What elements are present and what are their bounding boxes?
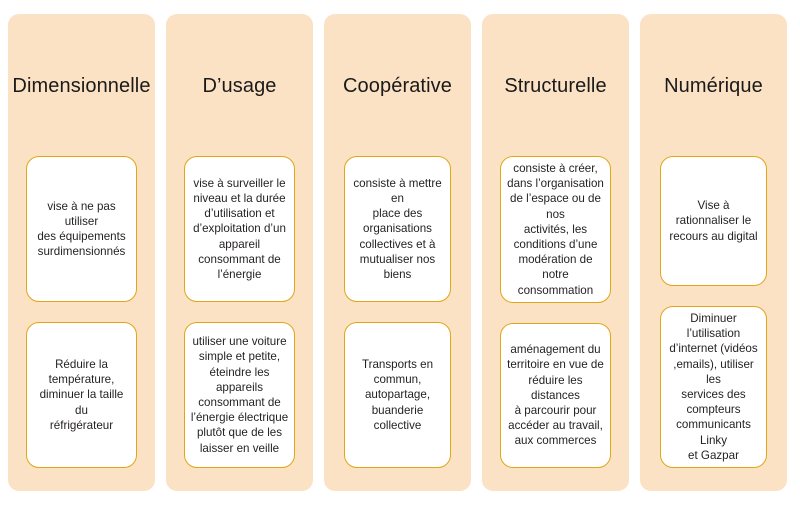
column-header-cooperative: Coopérative [343,75,452,97]
example-card-text: aménagement du territoire en vue de rédu… [507,343,604,448]
example-card-text: utiliser une voiture simple et petite, é… [190,335,289,455]
category-column-numerique: Numérique Vise à rationnaliser le recour… [640,14,787,491]
example-card-text: Transports en commun, autopartage, buand… [361,357,434,432]
definition-card-text: consiste à mettre en place des organisat… [353,176,442,281]
category-column-cooperative: Coopérative consiste à mettre en place d… [324,14,471,491]
column-header-numerique: Numérique [664,75,763,97]
definition-card: vise à surveiller le niveau et la durée … [184,156,295,302]
example-card: utiliser une voiture simple et petite, é… [184,322,295,468]
card-stack-dimensionnelle: vise à ne pas utiliser des équipements s… [26,156,137,468]
definition-card-text: vise à ne pas utiliser des équipements s… [37,199,126,259]
column-header-dusage: D’usage [202,75,277,97]
example-card-text: Diminuer l’utilisation d’internet (vidéo… [669,311,758,462]
example-card: Réduire la température, diminuer la tail… [26,322,137,468]
example-card: Transports en commun, autopartage, buand… [344,322,451,468]
card-stack-cooperative: consiste à mettre en place des organisat… [344,156,451,468]
category-column-dusage: D’usage vise à surveiller le niveau et l… [166,14,313,491]
card-stack-numerique: Vise à rationnaliser le recours au digit… [660,156,767,468]
card-stack-structurelle: consiste à créer, dans l’organisation de… [500,156,611,468]
column-header-structurelle: Structurelle [504,75,607,97]
definition-card-text: Vise à rationnaliser le recours au digit… [669,199,758,243]
card-stack-dusage: vise à surveiller le niveau et la durée … [184,156,295,468]
example-card-text: Réduire la température, diminuer la tail… [39,357,124,432]
column-container: Dimensionnelle vise à ne pas utiliser de… [8,14,787,491]
example-card: aménagement du territoire en vue de rédu… [500,322,611,468]
definition-card: Vise à rationnaliser le recours au digit… [660,156,767,286]
definition-card-text: consiste à créer, dans l’organisation de… [507,162,604,297]
example-card: Diminuer l’utilisation d’internet (vidéo… [660,305,767,468]
category-column-dimensionnelle: Dimensionnelle vise à ne pas utiliser de… [8,14,155,491]
definition-card: consiste à créer, dans l’organisation de… [500,156,611,303]
definition-card-text: vise à surveiller le niveau et la durée … [193,176,286,281]
column-header-dimensionnelle: Dimensionnelle [12,75,151,97]
category-column-structurelle: Structurelle consiste à créer, dans l’or… [482,14,629,491]
definition-card: vise à ne pas utiliser des équipements s… [26,156,137,302]
definition-card: consiste à mettre en place des organisat… [344,156,451,302]
